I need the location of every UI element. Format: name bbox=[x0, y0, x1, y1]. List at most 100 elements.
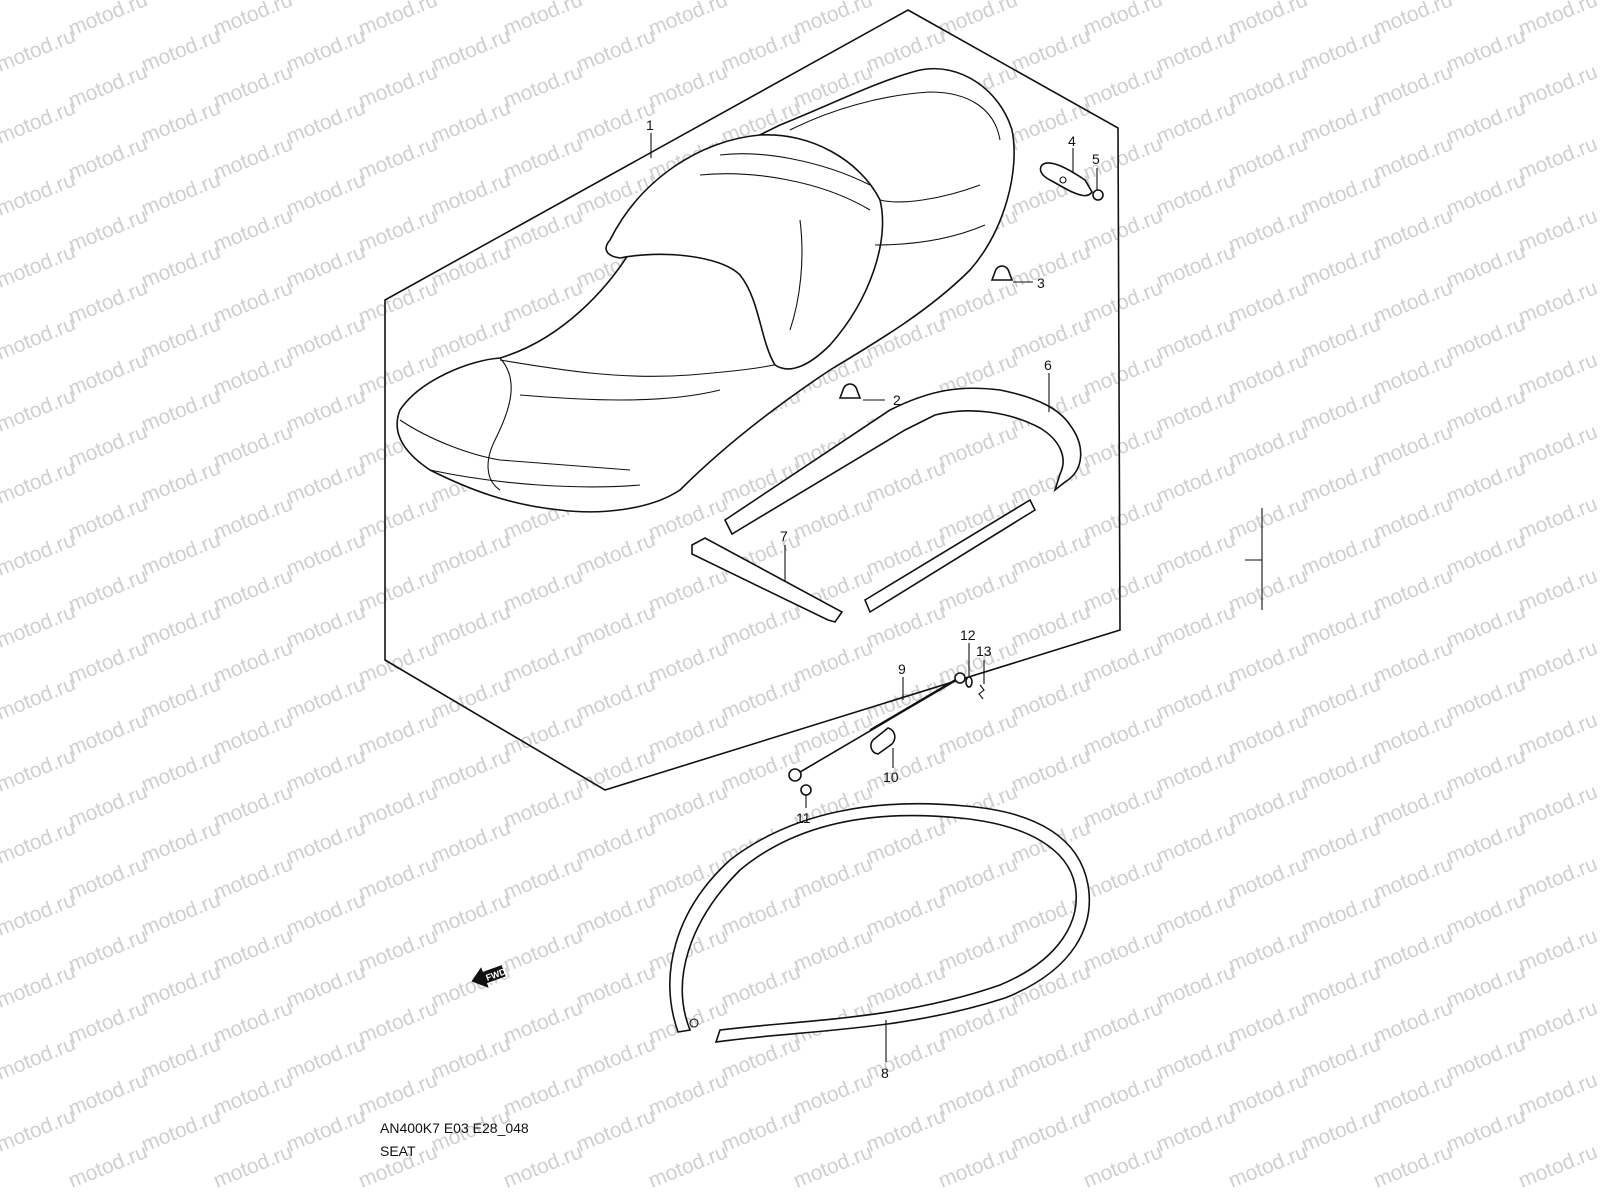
seal-6 bbox=[723, 387, 1082, 614]
bolt-11 bbox=[800, 784, 812, 796]
watermark-text: motod.ru bbox=[1443, 816, 1528, 868]
watermark-text: motod.ru bbox=[1153, 312, 1238, 364]
watermark-text: motod.ru bbox=[1008, 600, 1093, 652]
watermark-text: motod.ru bbox=[1443, 600, 1528, 652]
watermark-text: motod.ru bbox=[1515, 996, 1600, 1048]
watermark-text: motod.ru bbox=[1515, 780, 1600, 832]
watermark-text: motod.ru bbox=[283, 96, 368, 148]
watermark-text: motod.ru bbox=[428, 528, 513, 580]
watermark-text: motod.ru bbox=[65, 0, 150, 41]
watermark-text: motod.ru bbox=[718, 672, 803, 724]
watermark-text: motod.ru bbox=[65, 492, 150, 544]
watermark-text: motod.ru bbox=[210, 564, 295, 616]
watermark-text: motod.ru bbox=[283, 24, 368, 76]
watermark-text: motod.ru bbox=[210, 492, 295, 544]
watermark-text: motod.ru bbox=[863, 456, 948, 508]
watermark-text: motod.ru bbox=[0, 1032, 79, 1084]
callout-5: 5 bbox=[1092, 151, 1100, 167]
watermark-text: motod.ru bbox=[1370, 564, 1455, 616]
watermark-text: motod.ru bbox=[0, 888, 79, 940]
watermark-text: motod.ru bbox=[573, 816, 658, 868]
watermark-text: motod.ru bbox=[1370, 780, 1455, 832]
watermark-text: motod.ru bbox=[65, 420, 150, 472]
watermark-text: motod.ru bbox=[1443, 528, 1528, 580]
watermark-text: motod.ru bbox=[65, 60, 150, 112]
watermark-text: motod.ru bbox=[1298, 456, 1383, 508]
watermark-text: motod.ru bbox=[428, 24, 513, 76]
watermark-text: motod.ru bbox=[863, 1032, 948, 1084]
watermark-text: motod.ru bbox=[718, 600, 803, 652]
watermark-text: motod.ru bbox=[283, 384, 368, 436]
cushion-2 bbox=[838, 383, 862, 399]
watermark-text: motod.ru bbox=[790, 1140, 875, 1192]
watermark-text: motod.ru bbox=[65, 924, 150, 976]
watermark-text: motod.ru bbox=[428, 888, 513, 940]
watermark-text: motod.ru bbox=[355, 996, 440, 1048]
watermark-text: motod.ru bbox=[573, 528, 658, 580]
watermark-text: motod.ru bbox=[210, 60, 295, 112]
watermark-text: motod.ru bbox=[1225, 1068, 1310, 1120]
watermark-text: motod.ru bbox=[863, 1104, 948, 1156]
watermark-text: motod.ru bbox=[1153, 888, 1238, 940]
watermark-text: motod.ru bbox=[1153, 240, 1238, 292]
watermark-text: motod.ru bbox=[1225, 276, 1310, 328]
watermark-text: motod.ru bbox=[645, 780, 730, 832]
watermark-text: motod.ru bbox=[500, 0, 585, 41]
watermark-text: motod.ru bbox=[1298, 240, 1383, 292]
watermark-text: motod.ru bbox=[1515, 564, 1600, 616]
watermark-text: motod.ru bbox=[283, 960, 368, 1012]
watermark-text: motod.ru bbox=[355, 564, 440, 616]
watermark-text: motod.ru bbox=[1515, 708, 1600, 760]
watermark-text: motod.ru bbox=[428, 744, 513, 796]
watermark-text: motod.ru bbox=[500, 1068, 585, 1120]
watermark-text: motod.ru bbox=[283, 456, 368, 508]
watermark-text: motod.ru bbox=[863, 888, 948, 940]
watermark-text: motod.ru bbox=[645, 564, 730, 616]
watermark-text: motod.ru bbox=[1153, 24, 1238, 76]
callout-11: 11 bbox=[796, 810, 811, 826]
watermark-text: motod.ru bbox=[0, 672, 79, 724]
watermark-text: motod.ru bbox=[210, 924, 295, 976]
watermark-text: motod.ru bbox=[1370, 708, 1455, 760]
watermark-text: motod.ru bbox=[1080, 564, 1165, 616]
watermark-text: motod.ru bbox=[210, 132, 295, 184]
watermark-text: motod.ru bbox=[1008, 672, 1093, 724]
watermark-text: motod.ru bbox=[0, 168, 79, 220]
watermark-text: motod.ru bbox=[138, 816, 223, 868]
watermark-text: motod.ru bbox=[355, 852, 440, 904]
watermark-text: motod.ru bbox=[1153, 1104, 1238, 1156]
watermark-text: motod.ru bbox=[500, 636, 585, 688]
watermark-text: motod.ru bbox=[645, 636, 730, 688]
watermark-text: motod.ru bbox=[283, 1032, 368, 1084]
seal-8 bbox=[669, 802, 1091, 1043]
watermark-text: motod.ru bbox=[1225, 420, 1310, 472]
watermark-text: motod.ru bbox=[283, 168, 368, 220]
watermark-text: motod.ru bbox=[0, 1104, 79, 1156]
callout-12: 12 bbox=[960, 627, 976, 643]
watermark-text: motod.ru bbox=[138, 1032, 223, 1084]
watermark-text: motod.ru bbox=[65, 564, 150, 616]
watermark-text: motod.ru bbox=[1153, 456, 1238, 508]
watermark-text: motod.ru bbox=[355, 0, 440, 41]
watermark-text: motod.ru bbox=[1370, 996, 1455, 1048]
watermark-text: motod.ru bbox=[0, 528, 79, 580]
callout-3: 3 bbox=[1037, 275, 1045, 291]
watermark-text: motod.ru bbox=[718, 960, 803, 1012]
watermark-text: motod.ru bbox=[428, 240, 513, 292]
watermark-text: motod.ru bbox=[210, 636, 295, 688]
watermark-text: motod.ru bbox=[283, 240, 368, 292]
watermark-text: motod.ru bbox=[1225, 564, 1310, 616]
watermark-text: motod.ru bbox=[355, 204, 440, 256]
watermark-text: motod.ru bbox=[65, 852, 150, 904]
watermark-text: motod.ru bbox=[718, 1104, 803, 1156]
watermark-text: motod.ru bbox=[1298, 96, 1383, 148]
watermark-text: motod.ru bbox=[1298, 24, 1383, 76]
callout-1: 1 bbox=[646, 117, 654, 133]
watermark-text: motod.ru bbox=[65, 780, 150, 832]
watermark-text: motod.ru bbox=[283, 1104, 368, 1156]
watermark-text: motod.ru bbox=[210, 420, 295, 472]
watermark-text: motod.ru bbox=[935, 1140, 1020, 1192]
watermark-text: motod.ru bbox=[210, 708, 295, 760]
watermark-text: motod.ru bbox=[1443, 888, 1528, 940]
watermark-text: motod.ru bbox=[1370, 204, 1455, 256]
